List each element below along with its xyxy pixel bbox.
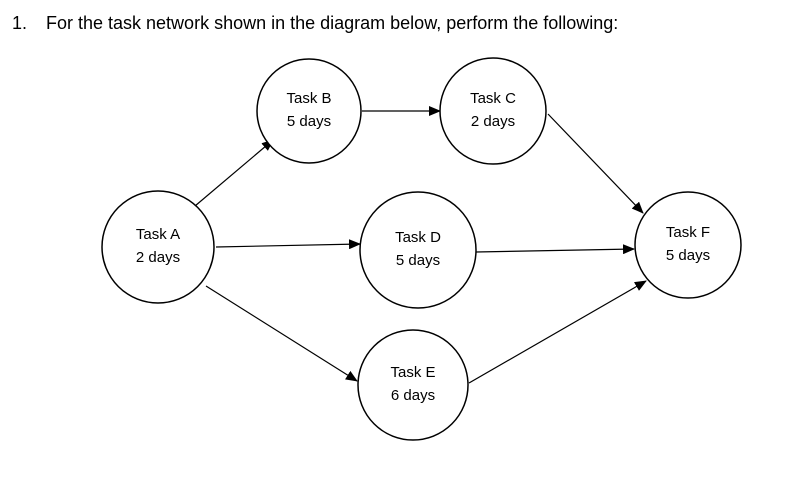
- task-name-label: Task B: [286, 90, 331, 107]
- question-number: 1.: [12, 13, 28, 33]
- task-node-circle: [439, 57, 547, 165]
- question-text: For the task network shown in the diagra…: [46, 13, 619, 33]
- task-node-a: Task A 2 days: [101, 190, 215, 304]
- task-node-circle: [101, 190, 215, 304]
- task-name-label: Task C: [470, 90, 516, 107]
- question-prompt: 1. For the task network shown in the diag…: [12, 12, 618, 34]
- task-name-label: Task E: [390, 364, 435, 381]
- task-name-label: Task D: [395, 229, 441, 246]
- task-duration-label: 2 days: [471, 113, 515, 130]
- task-node-c: Task C 2 days: [439, 57, 547, 165]
- dependency-arrows: [194, 106, 647, 384]
- task-duration-label: 2 days: [136, 249, 180, 266]
- task-node-circle: [357, 329, 469, 441]
- task-name-label: Task A: [136, 226, 180, 243]
- arrow-a-to-b: [194, 139, 274, 207]
- task-duration-label: 5 days: [666, 247, 710, 264]
- task-node-circle: [256, 58, 362, 164]
- task-node-d: Task D 5 days: [359, 191, 477, 309]
- arrow-a-to-d: [215, 239, 361, 250]
- task-duration-label: 5 days: [287, 113, 331, 130]
- arrow-c-to-f: [547, 113, 644, 214]
- arrow-e-to-f: [468, 280, 647, 384]
- task-node-circle: [634, 191, 742, 299]
- task-duration-label: 5 days: [396, 252, 440, 269]
- task-duration-label: 6 days: [391, 387, 435, 404]
- task-node-f: Task F 5 days: [634, 191, 742, 299]
- task-name-label: Task F: [666, 224, 710, 241]
- task-node-circle: [359, 191, 477, 309]
- task-node-e: Task E 6 days: [357, 329, 469, 441]
- arrow-a-to-e: [205, 285, 358, 382]
- arrow-d-to-f: [475, 244, 635, 255]
- task-node-b: Task B 5 days: [256, 58, 362, 164]
